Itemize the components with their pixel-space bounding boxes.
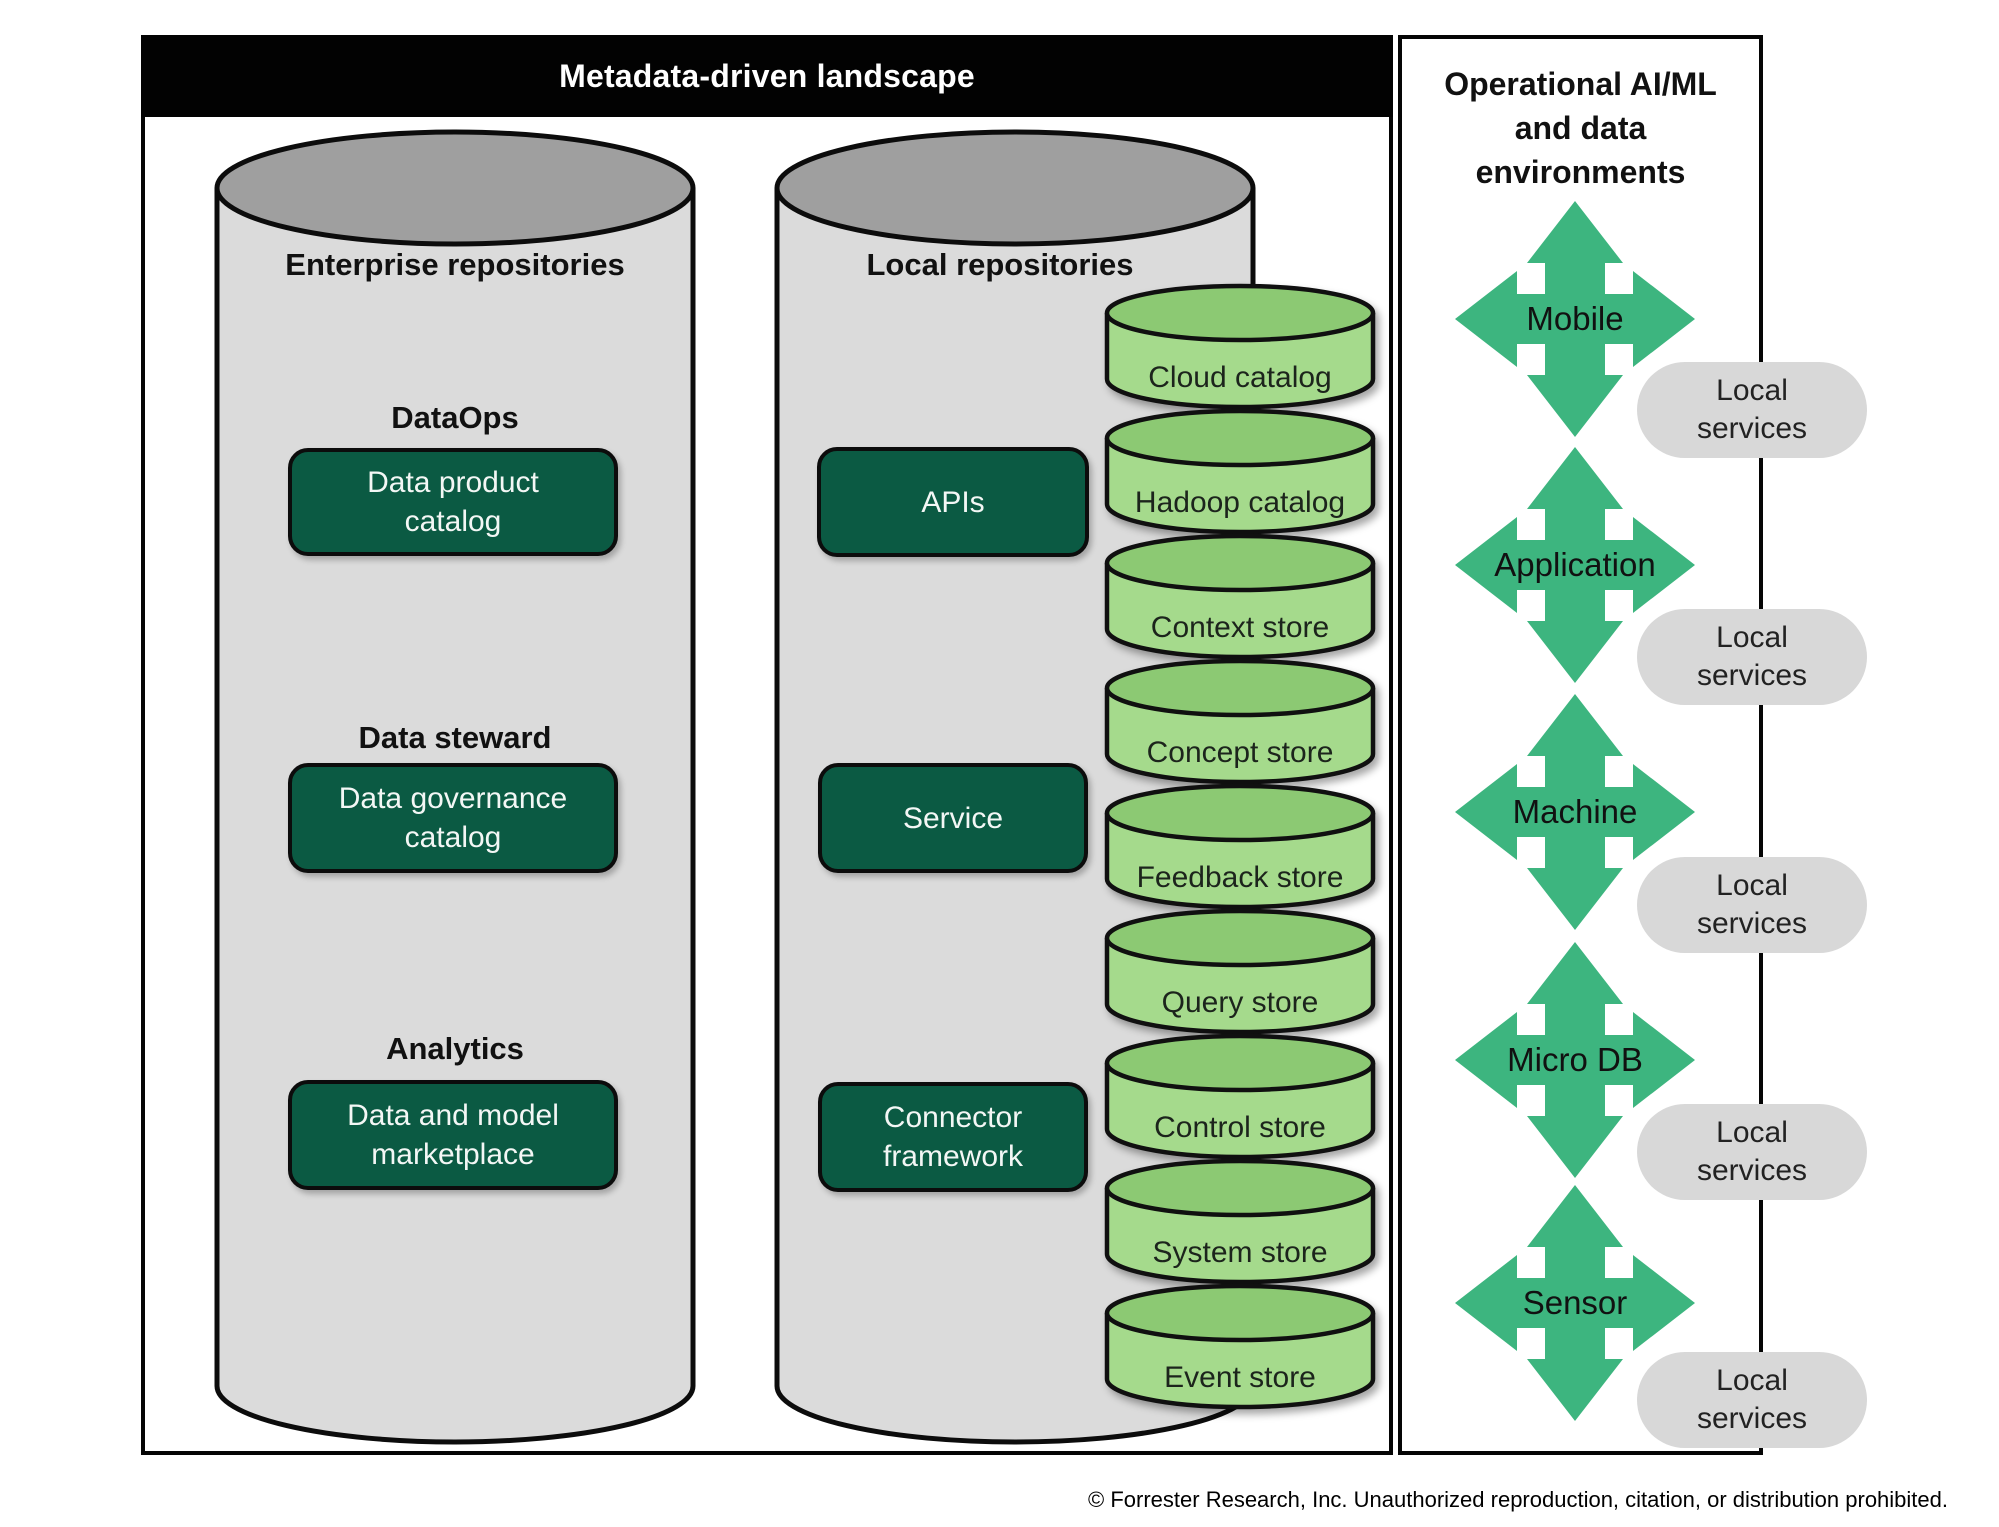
db-cylinder-icon xyxy=(1104,408,1376,535)
db-cylinder-icon xyxy=(1104,1283,1376,1410)
local-services-blob-machine: Local services xyxy=(1637,857,1867,953)
store-label-concept-store: Concept store xyxy=(1146,736,1334,769)
db-cylinder-icon xyxy=(1104,783,1376,910)
data-and-model-marketplace-box: Data and model marketplace xyxy=(288,1080,618,1190)
environment-label-sensor: Sensor xyxy=(1522,1284,1628,1321)
local-services-blob-mobile: Local services xyxy=(1637,362,1867,458)
store-label-control-store: Control store xyxy=(1154,1111,1326,1144)
db-cylinder-icon xyxy=(1104,1158,1376,1285)
db-cylinder-icon xyxy=(1104,1033,1376,1160)
data-product-catalog-box: Data product catalog xyxy=(288,448,618,556)
db-cylinder-icon xyxy=(1104,908,1376,1035)
db-cylinder-icon xyxy=(1104,533,1376,660)
data-governance-catalog-box: Data governance catalog xyxy=(288,763,618,873)
local-services-blob-micro-db: Local services xyxy=(1637,1104,1867,1200)
environment-label-application: Application xyxy=(1494,546,1656,583)
metadata-landscape-header-bar xyxy=(141,35,1393,117)
four-way-arrow-icon xyxy=(1455,1185,1695,1421)
store-label-feedback-store: Feedback store xyxy=(1136,861,1344,894)
four-way-arrow-icon xyxy=(1455,447,1695,683)
environment-label-micro-db: Micro DB xyxy=(1507,1041,1643,1078)
local-services-blob-sensor: Local services xyxy=(1637,1352,1867,1448)
environment-label-machine: Machine xyxy=(1512,793,1638,830)
copyright-notice: © Forrester Research, Inc. Unauthorized … xyxy=(1088,1487,1948,1512)
four-way-arrow-icon xyxy=(1455,201,1695,437)
environment-label-mobile: Mobile xyxy=(1526,300,1624,337)
section-heading-data-steward: Data steward xyxy=(358,720,552,755)
store-label-query-store: Query store xyxy=(1161,986,1319,1019)
store-label-system-store: System store xyxy=(1152,1236,1328,1269)
store-label-event-store: Event store xyxy=(1164,1361,1316,1394)
metadata-landscape-title: Metadata-driven landscape xyxy=(559,57,975,94)
apis-box: APIs xyxy=(817,447,1089,557)
four-way-arrow-icon xyxy=(1455,694,1695,930)
four-way-arrow-icon xyxy=(1455,942,1695,1178)
operational-environments-title: Operational AI/ML and data environments xyxy=(1444,66,1717,190)
connector-framework-box: Connector framework xyxy=(818,1082,1088,1192)
section-heading-analytics: Analytics xyxy=(386,1031,524,1066)
service-box: Service xyxy=(818,763,1088,873)
db-cylinder-icon xyxy=(1104,658,1376,785)
db-cylinder-icon xyxy=(1104,283,1376,410)
store-label-cloud-catalog: Cloud catalog xyxy=(1148,361,1332,394)
section-heading-dataops: DataOps xyxy=(391,400,519,435)
local-repositories-label: Local repositories xyxy=(866,247,1134,282)
store-label-hadoop-catalog: Hadoop catalog xyxy=(1134,486,1346,519)
store-label-context-store: Context store xyxy=(1150,611,1330,644)
local-services-blob-application: Local services xyxy=(1637,609,1867,705)
enterprise-repositories-label: Enterprise repositories xyxy=(285,247,625,282)
